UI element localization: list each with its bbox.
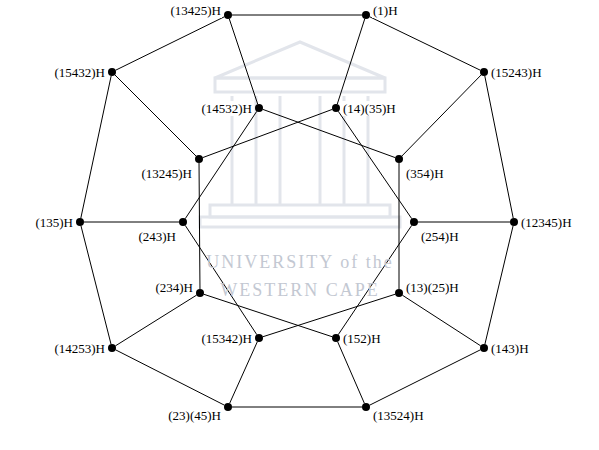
graph-edge <box>338 111 411 218</box>
vertex-dot: (243)H <box>179 218 187 226</box>
vertex-dot: (12345)H <box>510 218 518 226</box>
coset-label: (14)(35)H <box>342 101 397 116</box>
coset-label: (1)H <box>372 3 399 18</box>
vertex-dot: (354)H <box>395 155 403 163</box>
coset-label: (354)H <box>405 166 445 181</box>
watermark-text: WESTERN CAPE <box>220 280 380 300</box>
coset-label: (13245)H <box>140 166 193 181</box>
graph-edge <box>185 225 257 334</box>
coset-label: (254)H <box>420 229 460 244</box>
coset-label: (135)H <box>34 215 74 230</box>
coset-label: (13)(25)H <box>405 280 460 295</box>
coset-label: (23)(45)H <box>167 408 222 423</box>
graph-edge <box>199 163 201 289</box>
vertex-dot: (152)H <box>332 334 340 342</box>
vertex-dot: (13425)H <box>224 11 232 19</box>
graph-edge <box>263 109 395 157</box>
graph-edge <box>81 76 111 218</box>
coset-label: (234)H <box>154 280 194 295</box>
vertex-dot: (1)H <box>362 11 370 19</box>
vertex-dot: (13)(25)H <box>395 289 403 297</box>
coset-label: (243)H <box>137 229 177 244</box>
graph-edge <box>203 109 333 157</box>
vertex-dot: (15342)H <box>255 334 263 342</box>
graph-edge <box>399 163 400 289</box>
graph-edge <box>115 295 196 346</box>
vertex-dot: (23)(45)H <box>224 403 232 411</box>
vertex-dot: (13524)H <box>362 403 370 411</box>
coset-label: (13425)H <box>169 3 222 18</box>
graph-edge <box>402 295 480 346</box>
vertex-dot: (14)(35)H <box>332 104 340 112</box>
vertex-dot: (15432)H <box>108 68 116 76</box>
graph-edge <box>81 226 111 344</box>
vertex-dot: (13245)H <box>195 155 203 163</box>
watermark-text: UNIVERSITY of the <box>206 252 393 272</box>
graph-edge <box>84 222 179 223</box>
coset-label: (152)H <box>342 331 382 346</box>
graph-edge <box>402 75 481 156</box>
vertex-dot: (14532)H <box>255 104 263 112</box>
coset-label: (143)H <box>490 341 530 356</box>
graph-edge <box>116 17 225 70</box>
vertex-dot: (234)H <box>196 289 204 297</box>
coset-label: (15243)H <box>490 65 543 80</box>
coset-label: (13524)H <box>372 408 425 423</box>
graph-edge <box>418 222 510 223</box>
graph-edge <box>232 15 362 16</box>
vertex-dot: (143)H <box>480 344 488 352</box>
graph-edge <box>230 342 258 404</box>
graph-edge <box>232 407 362 408</box>
graph-edge <box>116 350 225 405</box>
graph-edge <box>485 76 513 218</box>
coset-label: (15432)H <box>53 65 106 80</box>
vertex-dot: (15243)H <box>480 68 488 76</box>
vertex-dot: (14253)H <box>108 344 116 352</box>
coset-label: (14253)H <box>53 341 106 356</box>
graph-edge <box>337 19 365 104</box>
coset-label: (12345)H <box>520 215 573 230</box>
graph-edge <box>185 111 257 218</box>
coset-label: (14532)H <box>200 101 253 116</box>
vertex-dot: (254)H <box>410 218 418 226</box>
graph-edge <box>485 226 513 344</box>
vertex-dot: (135)H <box>76 218 84 226</box>
graph-edge <box>229 19 257 104</box>
graph-edge <box>338 342 365 404</box>
graph-edge <box>370 350 481 405</box>
graph-edge <box>370 17 481 71</box>
coset-label: (15342)H <box>200 331 253 346</box>
graph-edge <box>115 75 196 156</box>
